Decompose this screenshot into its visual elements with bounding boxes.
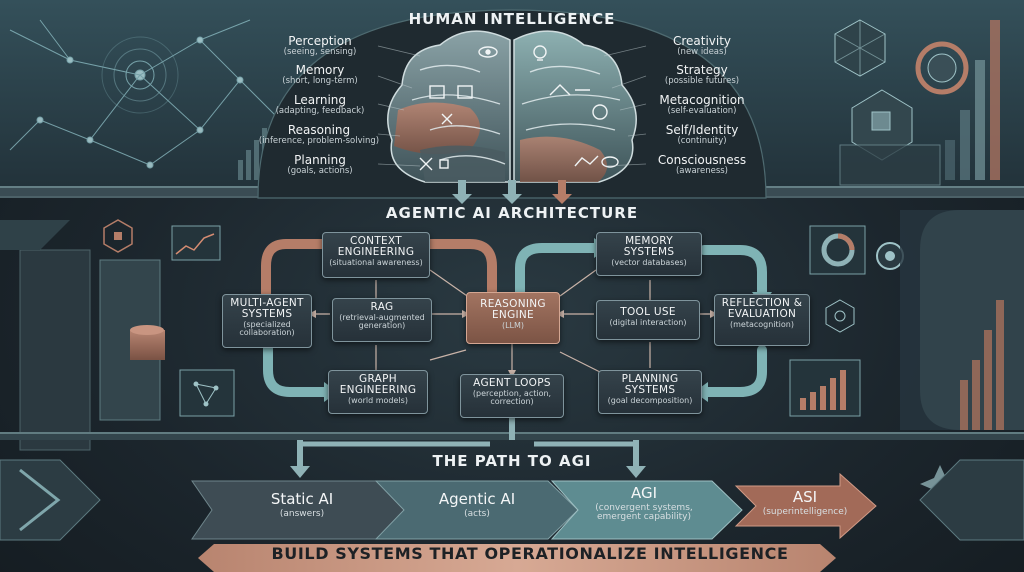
trait-sub: (adapting, feedback) <box>275 105 365 116</box>
trait-name: Self/Identity <box>665 123 739 137</box>
trait-sub: (new ideas) <box>677 46 727 57</box>
node-title: TOOL USE <box>620 306 676 318</box>
node-reasoning-engine: REASONING ENGINE (LLM) <box>466 292 560 344</box>
node-title: RAG <box>370 301 394 313</box>
trait-name: Planning <box>294 153 346 167</box>
node-title: MEMORY SYSTEMS <box>623 235 675 259</box>
trait-memory: Memory (short, long-term) <box>260 64 380 86</box>
node-rag: RAG (retrieval-augmented generation) <box>332 298 432 342</box>
human-intelligence-title: HUMAN INTELLIGENCE <box>408 10 616 28</box>
stage-name: Agentic AI <box>438 490 516 508</box>
node-memory-systems: MEMORY SYSTEMS (vector databases) <box>596 232 702 276</box>
stage-name: AGI <box>630 484 658 502</box>
node-title: PLANNING SYSTEMS <box>621 373 679 397</box>
trait-planning: Planning (goals, actions) <box>260 154 380 176</box>
node-sub: (retrieval-augmented generation) <box>339 313 425 331</box>
trait-name: Learning <box>293 93 347 107</box>
left-side-panels <box>0 219 235 541</box>
bar-chart-decor-right <box>839 20 1000 186</box>
path-arrows <box>191 472 877 540</box>
node-sub: (digital interaction) <box>609 318 687 328</box>
trait-creativity: Creativity (new ideas) <box>642 35 762 57</box>
trait-strategy: Strategy (possible futures) <box>642 64 762 86</box>
stage-name: ASI <box>792 488 818 506</box>
node-multi-agent-systems: MULTI-AGENT SYSTEMS (specialized collabo… <box>222 294 312 348</box>
trait-name: Creativity <box>672 34 732 48</box>
trait-name: Strategy <box>676 63 728 77</box>
trait-sub: (short, long-term) <box>282 75 358 86</box>
trait-sub: (awareness) <box>675 165 728 176</box>
trait-name: Metacognition <box>659 93 745 107</box>
stage-asi: ASI (superintelligence) <box>750 488 860 517</box>
trait-consciousness: Consciousness (awareness) <box>642 154 762 176</box>
stage-agi: AGI (convergent systems, emergent capabi… <box>576 484 712 523</box>
stage-static-ai: Static AI (answers) <box>222 490 382 519</box>
trait-sub: (possible futures) <box>664 75 740 86</box>
stage-sub: (superintelligence) <box>762 506 848 517</box>
node-sub: (LLM) <box>501 321 525 331</box>
node-sub: (perception, action, correction) <box>472 389 552 407</box>
node-sub: (metacognition) <box>730 320 794 330</box>
top-right-decor <box>834 19 969 161</box>
node-sub: (vector databases) <box>611 258 687 268</box>
trait-metacognition: Metacognition (self-evaluation) <box>642 94 762 116</box>
path-to-agi-title: THE PATH TO AGI <box>432 452 592 470</box>
trait-reasoning: Reasoning (inference, problem-solving) <box>254 124 384 146</box>
node-agent-loops: AGENT LOOPS (perception, action, correct… <box>460 374 564 418</box>
stage-agentic-ai: Agentic AI (acts) <box>402 490 552 519</box>
agentic-architecture-title: AGENTIC AI ARCHITECTURE <box>385 204 639 222</box>
node-title: GRAPH ENGINEERING <box>339 373 417 397</box>
node-tool-use: TOOL USE (digital interaction) <box>596 300 700 340</box>
trait-self-identity: Self/Identity (continuity) <box>642 124 762 146</box>
node-sub: (specialized collaboration) <box>239 320 295 338</box>
node-title: CONTEXT ENGINEERING <box>337 235 415 259</box>
node-title: AGENT LOOPS <box>473 377 551 389</box>
node-sub: (world models) <box>348 396 408 406</box>
node-planning-systems: PLANNING SYSTEMS (goal decomposition) <box>598 370 702 414</box>
node-sub: (goal decomposition) <box>607 396 693 406</box>
stage-sub: (convergent systems, emergent capability… <box>595 502 693 523</box>
stage-name: Static AI <box>270 490 334 508</box>
node-reflection-evaluation: REFLECTION & EVALUATION (metacognition) <box>714 294 810 346</box>
trait-sub: (continuity) <box>677 135 727 146</box>
brain-illustration <box>387 30 637 183</box>
trait-sub: (goals, actions) <box>287 165 353 176</box>
trait-name: Perception <box>288 34 352 48</box>
trait-perception: Perception (seeing, sensing) <box>260 35 380 57</box>
node-title: MULTI-AGENT SYSTEMS <box>230 297 304 321</box>
network-graphic <box>9 19 281 169</box>
trait-sub: (inference, problem-solving) <box>258 135 380 146</box>
stage-sub: (acts) <box>464 508 490 519</box>
right-side-panels <box>789 210 1024 541</box>
node-context-engineering: CONTEXT ENGINEERING (situational awarene… <box>322 232 430 278</box>
node-sub: (situational awareness) <box>329 258 423 268</box>
node-title: REFLECTION & EVALUATION <box>721 297 803 321</box>
bottom-banner: BUILD SYSTEMS THAT OPERATIONALIZE INTELL… <box>271 544 789 563</box>
trait-sub: (self-evaluation) <box>667 105 737 116</box>
node-graph-engineering: GRAPH ENGINEERING (world models) <box>328 370 428 414</box>
trait-sub: (seeing, sensing) <box>283 46 357 57</box>
node-title: REASONING ENGINE <box>480 298 546 322</box>
trait-name: Consciousness <box>657 153 747 167</box>
trait-name: Memory <box>295 63 345 77</box>
stage-sub: (answers) <box>279 508 325 519</box>
trait-learning: Learning (adapting, feedback) <box>260 94 380 116</box>
trait-name: Reasoning <box>287 123 351 137</box>
